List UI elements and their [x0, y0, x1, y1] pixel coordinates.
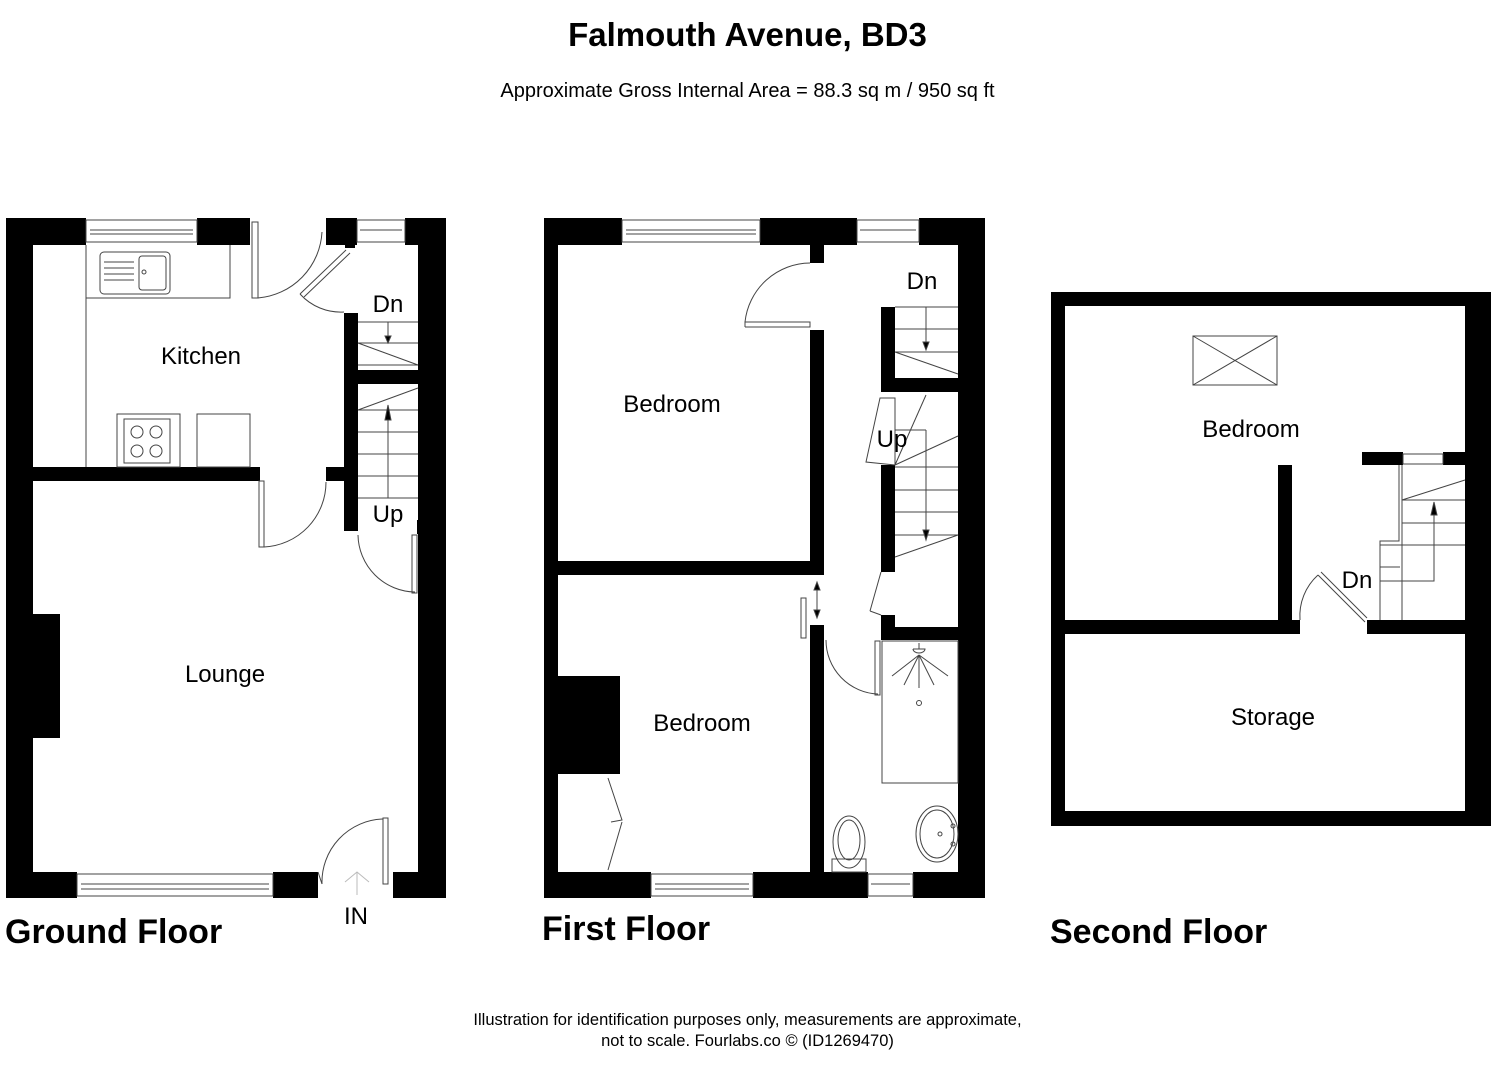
- stair-label-up: Up: [372, 501, 404, 528]
- room-label-bedroom-2: Bedroom: [653, 710, 751, 737]
- disclaimer: Illustration for identification purposes…: [0, 1010, 1495, 1052]
- disclaimer-line-1: Illustration for identification purposes…: [473, 1011, 1022, 1029]
- room-label-bedroom-1: Bedroom: [623, 391, 721, 418]
- stair-label-up: Up: [876, 426, 908, 453]
- room-label-lounge: Lounge: [184, 661, 266, 688]
- room-label-kitchen: Kitchen: [160, 343, 242, 370]
- floor-label-first: First Floor: [542, 910, 711, 948]
- disclaimer-line-2: not to scale. Fourlabs.co © (ID1269470): [601, 1032, 894, 1050]
- room-label-bedroom-3: Bedroom: [1202, 416, 1300, 443]
- entrance-label: IN: [344, 903, 368, 930]
- stair-label-down: Dn: [372, 291, 404, 318]
- plan-title: Falmouth Avenue, BD3: [568, 16, 927, 53]
- stair-label-down: Dn: [906, 268, 938, 295]
- second-floor-walls: [1051, 292, 1491, 826]
- floor-label-ground: Ground Floor: [5, 913, 223, 951]
- stair-label-down: Dn: [1341, 567, 1373, 594]
- first-floor-walls: [544, 218, 985, 898]
- gross-area-text: Approximate Gross Internal Area = 88.3 s…: [500, 80, 995, 102]
- room-label-storage: Storage: [1230, 704, 1316, 731]
- ground-floor-walls: [6, 218, 446, 898]
- floor-label-second: Second Floor: [1050, 913, 1268, 951]
